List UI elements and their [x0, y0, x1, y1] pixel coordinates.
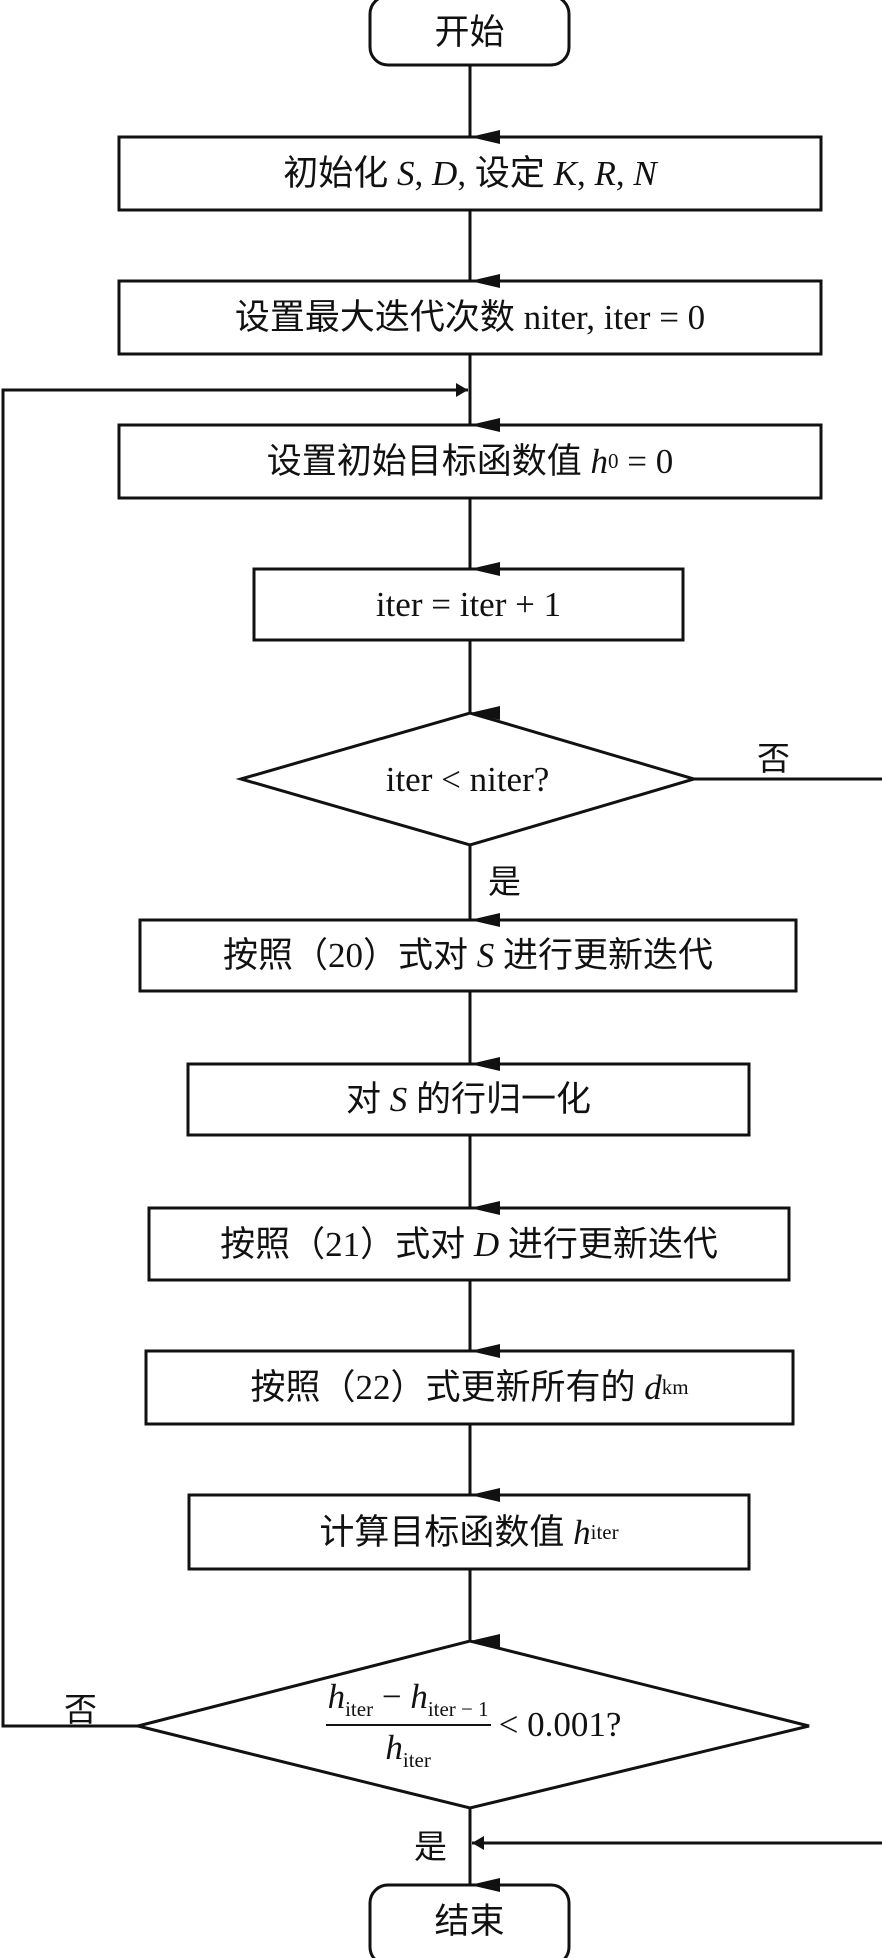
convergence-decision [137, 1639, 810, 1810]
text: , [576, 154, 595, 193]
text: iter − 1 [427, 1696, 489, 1721]
text: 对 [345, 1080, 390, 1119]
text: D [432, 154, 458, 193]
fraction: hiter − hiter − 1 hiter [325, 1676, 491, 1771]
text: km [661, 1375, 689, 1399]
text: 进行更新迭代 [499, 1224, 718, 1264]
text: K [553, 154, 577, 193]
text: h [327, 1676, 346, 1716]
end-label: 结束 [434, 1902, 505, 1941]
text: 计算目标函数值 [319, 1512, 574, 1552]
text: , [414, 154, 433, 193]
text: h [385, 1727, 403, 1767]
numerator: hiter − hiter − 1 [325, 1676, 491, 1726]
text: iter [590, 1519, 619, 1544]
text: 进行更新迭代 [494, 936, 714, 975]
update-s-label: 按照（20）式对 S 进行更新迭代 [140, 920, 796, 991]
text: 0 [608, 449, 619, 473]
denominator: hiter [385, 1726, 430, 1771]
text: 按照（20）式对 [222, 936, 477, 975]
decision2-yes-label: 是 [414, 1830, 447, 1866]
text: S [389, 1080, 408, 1119]
text: 按照（21）式对 [220, 1224, 474, 1264]
text: 设置初始目标函数值 [266, 442, 591, 481]
text: h [410, 1676, 428, 1716]
update-d-label: 按照（21）式对 D 进行更新迭代 [149, 1208, 789, 1280]
text: S [397, 154, 415, 193]
text: < 0.001? [498, 1705, 622, 1744]
text: h [590, 442, 609, 481]
text: d [644, 1368, 662, 1407]
normalize-s-label: 对 S 的行归一化 [188, 1064, 749, 1135]
text: 初始化 [283, 154, 398, 193]
set-iter-label: 设置最大迭代次数 niter, iter = 0 [234, 298, 706, 337]
init-label: 初始化 S, D, 设定 K, R, N [119, 137, 821, 210]
start-label: 开始 [434, 13, 505, 52]
text: , [615, 154, 634, 193]
text: S [476, 936, 495, 975]
convergence-decision-label: hiter − hiter − 1 hiter < 0.001? [138, 1641, 809, 1808]
text: 的行归一化 [407, 1080, 592, 1119]
update-s-box [138, 918, 798, 993]
loop-back-connector [1, 383, 468, 1728]
decision1-yes-label: 是 [488, 865, 521, 901]
text: R [594, 154, 616, 193]
text: N [633, 154, 657, 193]
text: D [473, 1224, 500, 1264]
iter-decision-label: iter < niter? [385, 759, 550, 799]
text: = 0 [618, 442, 674, 481]
text: iter [345, 1696, 374, 1721]
text: 按照（22）式更新所有的 [250, 1368, 645, 1407]
decision1-no-label: 否 [757, 742, 790, 778]
decision2-no-label: 否 [64, 1693, 97, 1729]
text: iter [402, 1747, 431, 1772]
text: , 设定 [457, 154, 554, 193]
text: − [373, 1676, 411, 1716]
text: h [573, 1512, 591, 1552]
iter-increment-label: iter = iter + 1 [375, 585, 562, 624]
